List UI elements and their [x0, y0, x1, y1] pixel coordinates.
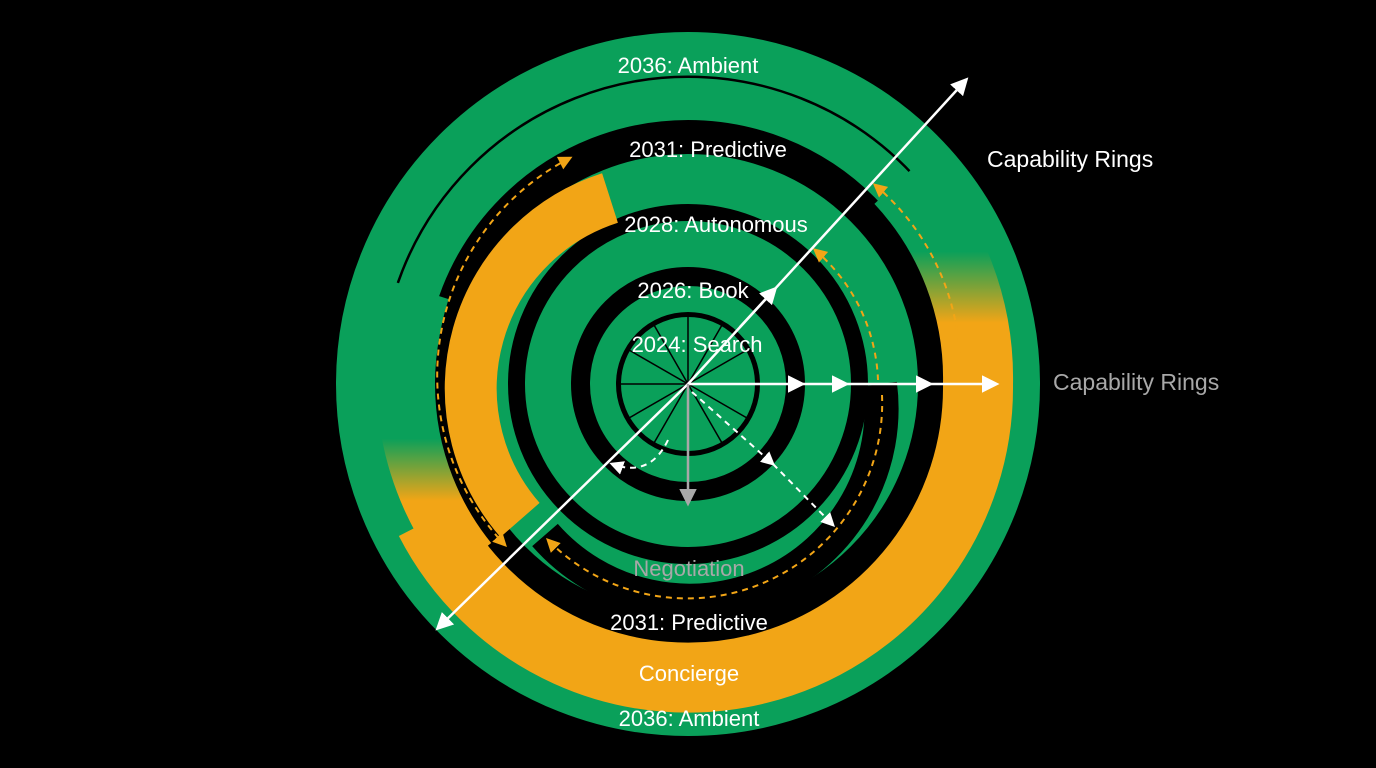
label-ambient-top: 2036: Ambient [618, 53, 759, 78]
label-ambient-bottom: 2036: Ambient [619, 706, 760, 731]
label-book: 2026: Book [637, 278, 749, 303]
ring-predictive-left-blend [376, 280, 494, 579]
label-concierge: Concierge [639, 661, 739, 686]
axis-diagonal-tick-book [739, 286, 778, 328]
label-negotiation: Negotiation [633, 556, 744, 581]
dashed-arrow-long [772, 463, 835, 527]
label-predictive-bottom: 2031: Predictive [610, 610, 768, 635]
ring-predictive-orange-arc [398, 383, 1014, 713]
ring-ambient [336, 32, 1040, 736]
dashed-curve-arrow [609, 439, 669, 475]
axis-label-diagonal: Capability Rings [987, 146, 1153, 172]
axis-diagonal-lower-arrow [435, 383, 689, 631]
dashed-flow-bottom [546, 394, 884, 600]
label-autonomous: 2028: Autonomous [624, 212, 807, 237]
axis-diagonal-arrow [687, 77, 969, 385]
dashed-flow-left-outer [436, 156, 573, 548]
dashed-arrow-short [691, 391, 776, 466]
axis-label-horizontal: Capability Rings [1053, 369, 1219, 395]
dashed-flow-right-outer [872, 183, 961, 366]
ring-predictive-right-blend [873, 156, 1014, 385]
label-search: 2024: Search [632, 332, 763, 357]
label-predictive-top: 2031: Predictive [629, 137, 787, 162]
